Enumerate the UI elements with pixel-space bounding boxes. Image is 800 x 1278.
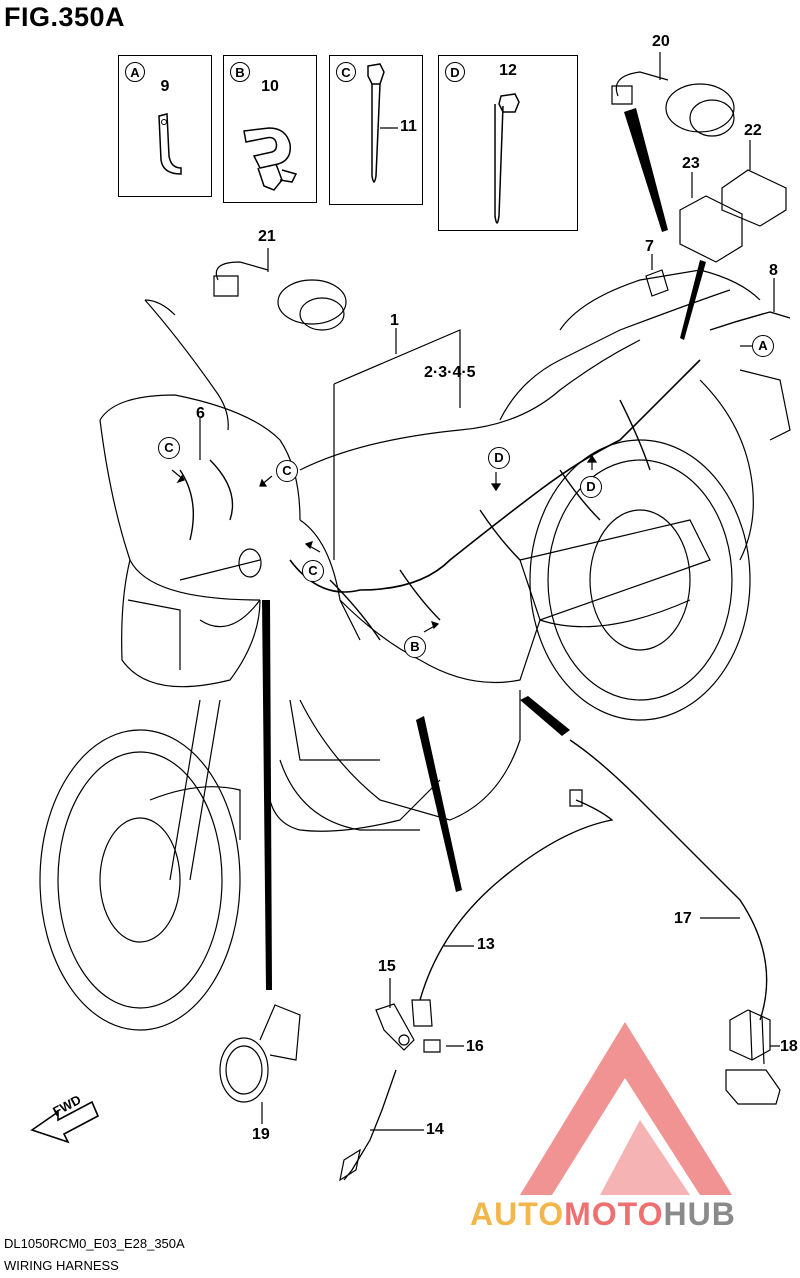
part-1-label: 1 <box>390 312 399 329</box>
detail-part-number: 12 <box>499 62 517 79</box>
cable-tie-12-icon <box>494 93 520 224</box>
detail-letter-b: B <box>230 62 250 82</box>
watermark-hub: HUB <box>663 1196 736 1232</box>
clamp-tag-c: C <box>158 437 180 459</box>
part-21-label: 21 <box>258 228 276 245</box>
detail-part-number: 10 <box>261 78 279 95</box>
part-23-label: 23 <box>682 155 700 172</box>
detail-box-b: B 10 <box>223 55 317 203</box>
part-17-label: 17 <box>674 910 692 927</box>
detail-box-a: A 9 <box>118 55 212 197</box>
clamp-9-icon <box>158 113 182 175</box>
figure-code: DL1050RCM0_E03_E28_350A <box>4 1236 185 1251</box>
clamp-tag-c: C <box>276 460 298 482</box>
part-16-label: 16 <box>466 1038 484 1055</box>
part-8-label: 8 <box>769 262 778 279</box>
part-13-label: 13 <box>477 936 495 953</box>
detail-letter-a: A <box>125 62 145 82</box>
detail-box-c: C 11 <box>329 55 423 205</box>
watermark-text: AUTOMOTOHUB <box>470 1196 736 1233</box>
clamp-tag-c: C <box>302 560 324 582</box>
fwd-arrow-icon <box>30 1100 100 1144</box>
part-15-label: 15 <box>378 958 396 975</box>
watermark-moto: MOTO <box>564 1196 664 1232</box>
clamp-10-icon <box>243 127 298 191</box>
detail-letter-c: C <box>336 62 356 82</box>
part-11-label: 11 <box>400 118 417 135</box>
figure-caption: WIRING HARNESS <box>4 1258 119 1273</box>
detail-letter-d: D <box>445 62 465 82</box>
watermark-auto: AUTO <box>470 1196 565 1232</box>
detail-part-number: 9 <box>160 78 170 95</box>
part-20-label: 20 <box>652 33 670 50</box>
cable-tie-11-icon <box>367 63 398 183</box>
clamp-tag-d: D <box>580 476 602 498</box>
part-2345-label: 2·3·4·5 <box>424 364 476 381</box>
part-22-label: 22 <box>744 122 762 139</box>
detail-box-d: D 12 <box>438 55 578 231</box>
clamp-tag-a: A <box>752 335 774 357</box>
part-7-label: 7 <box>645 238 654 255</box>
clamp-tag-d: D <box>488 447 510 469</box>
figure-title: FIG.350A <box>4 2 126 32</box>
part-6-label: 6 <box>196 405 205 422</box>
part-14-label: 14 <box>426 1121 444 1138</box>
part-18-label: 18 <box>780 1038 798 1055</box>
clamp-tag-b: B <box>404 636 426 658</box>
part-19-label: 19 <box>252 1126 270 1143</box>
